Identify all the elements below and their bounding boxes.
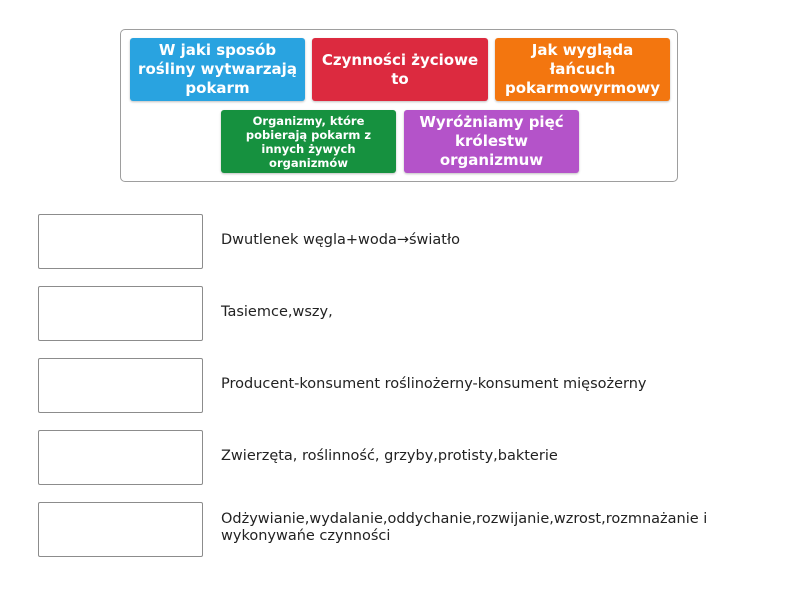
tile-label: Czynności życiowe to	[321, 50, 479, 88]
row-description-5: Odżywianie,wydalanie,oddychanie,rozwijan…	[221, 511, 708, 544]
answer-tile-parasites[interactable]: Organizmy, które pobierają pokarm z inny…	[221, 110, 396, 173]
tile-label: Organizmy, które pobierają pokarm z inny…	[245, 113, 372, 170]
row-description-2: Tasiemce,wszy,	[221, 304, 333, 320]
row-description-4: Zwierzęta, roślinność, grzyby,protisty,b…	[221, 448, 558, 464]
drop-target-4[interactable]	[38, 430, 203, 485]
answer-tile-photosynthesis[interactable]: W jaki sposób rośliny wytwarzają pokarm	[130, 38, 305, 101]
drop-target-2[interactable]	[38, 286, 203, 341]
drop-target-5[interactable]	[38, 502, 203, 557]
drop-target-3[interactable]	[38, 358, 203, 413]
tile-label: W jaki sposób rośliny wytwarzają pokarm	[138, 41, 297, 97]
tile-label: Jak wygląda łańcuch pokarmowyrmowy	[504, 41, 661, 97]
answer-tile-life-processes[interactable]: Czynności życiowe to	[312, 38, 488, 101]
tile-label: Wyróżniamy pięć królestw organizmuw	[419, 113, 564, 169]
answer-tile-food-chain[interactable]: Jak wygląda łańcuch pokarmowyrmowy	[495, 38, 670, 101]
answer-tile-kingdoms[interactable]: Wyróżniamy pięć królestw organizmuw	[404, 110, 579, 173]
drop-target-1[interactable]	[38, 214, 203, 269]
row-description-3: Producent-konsument roślinożerny-konsume…	[221, 376, 647, 392]
row-description-1: Dwutlenek węgla+woda→światło	[221, 232, 460, 248]
